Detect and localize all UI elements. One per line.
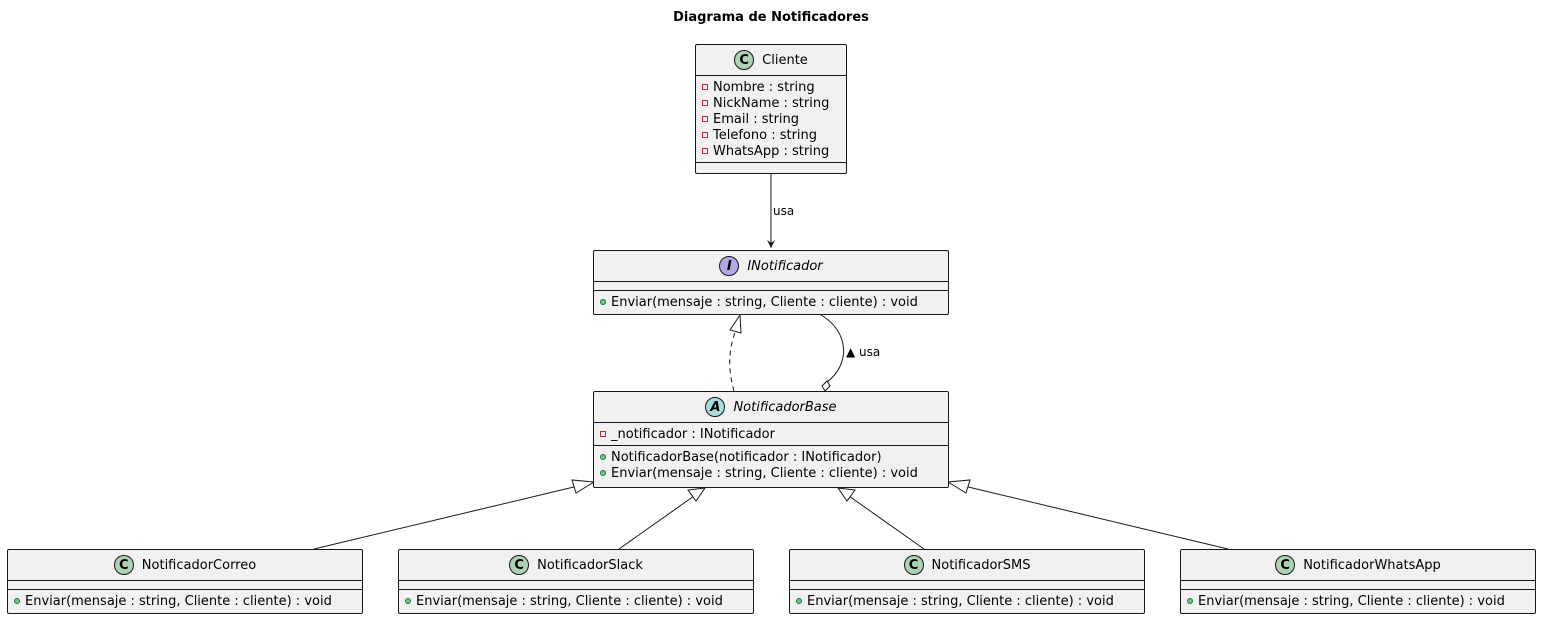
methods-section: Enviar(mensaje : string, Cliente : clien… [790,590,1144,612]
abstract-notificadorbase[interactable]: A NotificadorBase _notificador : INotifi… [593,391,949,488]
class-stereotype-icon: C [734,50,755,70]
class-stereotype-icon: C [113,555,134,575]
methods-section [696,163,846,171]
diagram-title: Diagrama de Notificadores [673,10,869,25]
private-visibility-icon [600,431,606,437]
class-name: NotificadorCorreo [141,557,257,573]
public-visibility-icon [600,299,606,305]
class-header: C Cliente [696,45,846,76]
class-stereotype-icon: C [1275,555,1296,575]
attribute: Email : string [702,111,842,127]
correo-generalization-edge [313,485,579,550]
class-notificadorwhatsapp[interactable]: C NotificadorWhatsApp Enviar(mensaje : s… [1180,549,1536,614]
attributes-section: _notificador : INotificador [594,423,948,446]
methods-section: Enviar(mensaje : string, Cliente : clien… [8,590,362,612]
class-header: C NotificadorSMS [790,550,1144,581]
class-header: C NotificadorCorreo [8,550,362,581]
class-cliente[interactable]: C Cliente Nombre : string NickName : str… [695,44,847,174]
class-header: C NotificadorSlack [399,550,753,581]
attribute: _notificador : INotificador [600,426,944,442]
whatsapp-generalization-arrowhead [946,479,971,494]
public-visibility-icon [600,454,606,460]
class-name: NotificadorSlack [537,557,643,573]
aggregation-diamond [821,380,831,392]
interface-stereotype-icon: I [719,256,740,276]
public-visibility-icon [796,598,802,604]
realization-edge [729,329,737,392]
private-visibility-icon [702,116,708,122]
slack-generalization-arrowhead [687,487,707,502]
class-notificadorcorreo[interactable]: C NotificadorCorreo Enviar(mensaje : str… [7,549,363,614]
aggregation-edge [820,314,844,383]
public-visibility-icon [600,470,606,476]
public-visibility-icon [405,598,411,604]
attribute: Telefono : string [702,127,842,143]
class-stereotype-icon: C [903,555,924,575]
class-header: I INotificador [594,251,948,282]
attributes-section [399,581,753,590]
cliente-uses-label: usa [773,204,795,218]
attributes-section [8,581,362,590]
class-name: Cliente [762,52,808,68]
methods-section: Enviar(mensaje : string, Cliente : clien… [1181,590,1535,612]
class-stereotype-icon: C [509,555,530,575]
correo-generalization-arrowhead [571,479,596,494]
public-visibility-icon [14,598,20,604]
attributes-section [1181,581,1535,590]
attribute: NickName : string [702,95,842,111]
attribute: Nombre : string [702,79,842,95]
attributes-section [790,581,1144,590]
method: Enviar(mensaje : string, Cliente : clien… [14,593,358,609]
base-uses-label: ▲ usa [846,345,881,359]
private-visibility-icon [702,100,708,106]
class-name: NotificadorSMS [931,557,1031,573]
private-visibility-icon [702,148,708,154]
class-notificadorslack[interactable]: C NotificadorSlack Enviar(mensaje : stri… [398,549,754,614]
private-visibility-icon [702,84,708,90]
interface-inotificador[interactable]: I INotificador Enviar(mensaje : string, … [593,250,949,315]
attribute: WhatsApp : string [702,143,842,159]
attributes-section [594,282,948,291]
abstract-stereotype-icon: A [705,397,726,417]
class-name: NotificadorBase [733,399,837,415]
sms-generalization-edge [848,495,925,550]
slack-generalization-edge [618,495,695,550]
attributes-section: Nombre : string NickName : string Email … [696,76,846,163]
public-visibility-icon [1187,598,1193,604]
method: NotificadorBase(notificador : INotificad… [600,449,944,465]
method: Enviar(mensaje : string, Cliente : clien… [405,593,749,609]
class-header: A NotificadorBase [594,392,948,423]
methods-section: NotificadorBase(notificador : INotificad… [594,446,948,484]
method: Enviar(mensaje : string, Cliente : clien… [600,465,944,481]
methods-section: Enviar(mensaje : string, Cliente : clien… [399,590,753,612]
realization-arrowhead [729,313,742,334]
class-name: NotificadorWhatsApp [1303,557,1441,573]
methods-section: Enviar(mensaje : string, Cliente : clien… [594,291,948,313]
whatsapp-generalization-edge [963,485,1229,550]
class-name: INotificador [747,258,823,274]
method: Enviar(mensaje : string, Cliente : clien… [600,294,944,310]
class-header: C NotificadorWhatsApp [1181,550,1535,581]
class-notificadorsms[interactable]: C NotificadorSMS Enviar(mensaje : string… [789,549,1145,614]
method: Enviar(mensaje : string, Cliente : clien… [1187,593,1531,609]
private-visibility-icon [702,132,708,138]
sms-generalization-arrowhead [836,487,856,502]
method: Enviar(mensaje : string, Cliente : clien… [796,593,1140,609]
